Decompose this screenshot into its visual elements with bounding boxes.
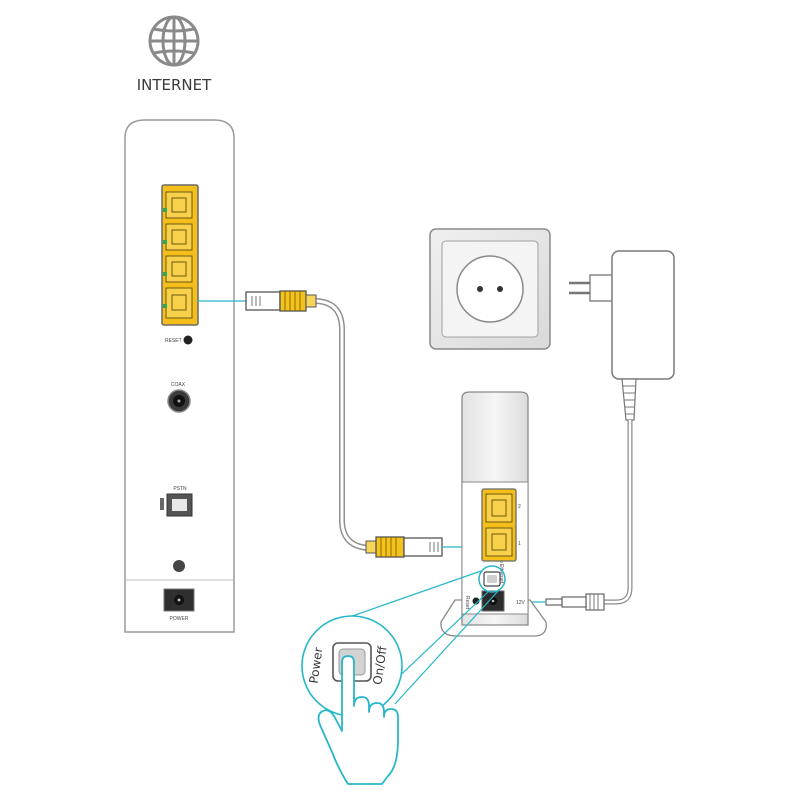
callout: Power On/Off [301,565,506,785]
extender-ethernet-ports [481,488,517,562]
extender-power-switch[interactable] [483,571,501,587]
extender-dc-label: 12V [516,600,526,606]
extender-port-number: 1 [518,541,521,547]
modem-power-switch[interactable] [173,560,185,572]
lan-ports [161,184,199,326]
lan-port[interactable] [163,191,193,219]
hand-icon [317,655,399,785]
extender-port-number: 2 [518,504,521,510]
modem-reset-label: RESET [165,338,182,344]
lan-port[interactable] [163,223,193,251]
extender-port[interactable] [485,493,513,523]
extender: Gb Ethernet 2 1 Reset 12V [440,391,547,637]
pstn-label: PSTN [173,486,187,492]
internet-label: INTERNET [137,76,212,94]
extender-reset-label: Reset [464,596,470,610]
extender-port[interactable] [485,527,513,557]
lan-port[interactable] [163,255,193,283]
power-adapter [510,250,675,611]
modem-power-label: POWER [170,616,189,622]
wall-socket [429,228,551,350]
extender-dc-jack[interactable] [481,590,505,612]
modem-power-port[interactable] [163,588,195,612]
ethernet-cable [197,290,485,558]
callout-onoff-label: On/Off [370,645,389,686]
rj45-connector [245,290,317,312]
globe-icon [148,15,200,67]
pstn-port[interactable] [160,493,193,517]
coax-port[interactable] [167,389,191,413]
modem: RESET COAX PSTN POWER [124,119,235,633]
extender-reset-button[interactable] [472,597,480,605]
rj45-connector [365,536,443,558]
coax-label: COAX [171,382,186,388]
modem-reset-button[interactable] [183,335,193,345]
callout-power-label: Power [307,646,326,684]
lan-port[interactable] [163,287,193,319]
